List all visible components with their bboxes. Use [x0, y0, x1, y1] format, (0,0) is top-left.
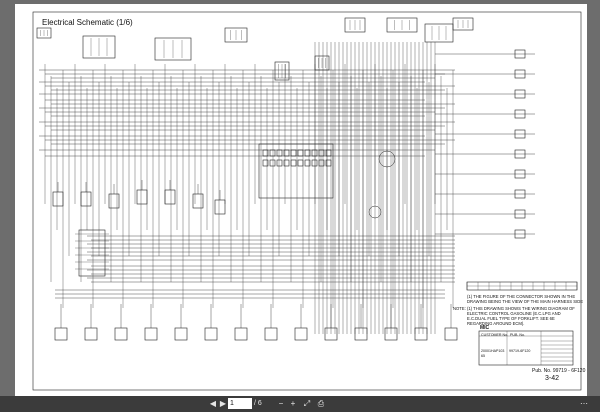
ecm-pin	[297, 149, 304, 157]
component-box	[52, 191, 64, 207]
connector-box	[514, 229, 526, 239]
relay-box	[78, 229, 106, 277]
ecm-pin	[311, 159, 318, 167]
ecm-box	[258, 143, 334, 199]
connector-box	[36, 27, 52, 39]
page-total: / 6	[254, 400, 262, 407]
ecm-pin	[297, 159, 304, 167]
pub-number: Pub. No. 99719 - 6F120	[532, 368, 586, 374]
connector-box	[414, 327, 428, 341]
ecm-pin	[304, 159, 311, 167]
schematic-title: Electrical Schematic (1/6)	[42, 18, 133, 27]
component-box	[80, 191, 92, 207]
page-number: 3-42	[545, 375, 560, 382]
ecm-pin	[290, 149, 297, 157]
connector-box	[234, 327, 248, 341]
connector-box	[114, 327, 128, 341]
page-frame	[32, 11, 582, 391]
connector-box	[514, 109, 526, 119]
connector-box	[514, 169, 526, 179]
ecm-pin	[283, 159, 290, 167]
connector-box	[354, 327, 368, 341]
connector-box	[424, 23, 454, 43]
ecm-pin	[269, 149, 276, 157]
connector-box	[514, 89, 526, 99]
connector-box	[344, 17, 366, 33]
next-page-icon[interactable]: ▶	[219, 399, 227, 408]
zoom-in-icon[interactable]: +	[290, 399, 296, 408]
connector-box	[174, 327, 188, 341]
ecm-pin	[311, 149, 318, 157]
connector-box	[514, 149, 526, 159]
sensor-symbol	[378, 150, 396, 168]
ecm-pin	[269, 159, 276, 167]
connector-box	[444, 327, 458, 341]
prev-page-icon[interactable]: ◀	[209, 399, 217, 408]
connector-box	[54, 327, 68, 341]
menu-icon[interactable]: ⋯	[580, 399, 588, 408]
connector-box	[154, 37, 192, 61]
ecm-pin	[318, 159, 325, 167]
ecm-pin	[262, 149, 269, 157]
connector-box	[514, 209, 526, 219]
ecm-pin	[276, 149, 283, 157]
connector-box	[204, 327, 218, 341]
component-box	[214, 199, 226, 215]
sensor-symbol	[368, 205, 382, 219]
document-page: Electrical Schematic (1/6) (1) THE FIGUR…	[15, 4, 587, 396]
fit-page-icon[interactable]: ⤢	[303, 399, 311, 408]
connector-box	[82, 35, 116, 59]
note-connector-1: (1) THE FIGURE OF THE CONNECTOR SHOWN IN…	[467, 294, 576, 299]
page-input[interactable]	[228, 398, 252, 409]
note-drawing-1: NOTE: (1) THIS DRAWING SHOWS THE WIRING …	[453, 306, 575, 311]
connector-box	[264, 327, 278, 341]
zoom-out-icon[interactable]: −	[278, 399, 284, 408]
connector-box	[144, 327, 158, 341]
connector-box	[84, 327, 98, 341]
note-drawing-4: REGARDING AROUND ECM).	[467, 321, 525, 326]
component-box	[108, 193, 120, 209]
print-icon[interactable]: ⎙	[317, 399, 325, 408]
note-connector-2: DRAWING BEING THE VIEW OF THE MAIN HARNE…	[467, 299, 584, 304]
component-box	[136, 189, 148, 205]
mic-customer-no: 20001HAP103 65	[481, 349, 505, 358]
mic-header-pub: PUB. No.	[510, 333, 525, 337]
connector-box	[452, 17, 474, 31]
connector-box	[386, 17, 418, 33]
mic-pub-no: 99719-6F120	[509, 349, 531, 353]
component-box	[192, 193, 204, 209]
mic-label: MIC	[480, 325, 490, 331]
connector-box	[514, 49, 526, 59]
ecm-pin	[283, 149, 290, 157]
note-drawing-3: E.C.DUAL FUEL TYPE OF FORKLIFT. SEE 6E	[467, 316, 555, 321]
connector-box	[514, 129, 526, 139]
connector-box	[514, 189, 526, 199]
ecm-pin	[325, 159, 332, 167]
mic-header-customer: CUSTOMER No.	[481, 333, 509, 337]
mic-table	[478, 330, 574, 366]
pdf-toolbar: ◀ ▶ / 6 − + ⤢ ⎙ ⋯	[0, 396, 600, 412]
ecm-pin	[262, 159, 269, 167]
connector-box	[294, 327, 308, 341]
note-drawing-2: ELECTRIC CONTROL GASOLINE (E.C.LPG AND	[467, 311, 561, 316]
connector-box	[274, 61, 290, 81]
wiring-diagram	[32, 11, 582, 391]
ecm-pin	[304, 149, 311, 157]
ecm-pin	[325, 149, 332, 157]
ecm-pin	[276, 159, 283, 167]
component-box	[164, 189, 176, 205]
connector-box	[514, 69, 526, 79]
connector-box	[224, 27, 248, 43]
ecm-pin	[318, 149, 325, 157]
ecm-pin	[290, 159, 297, 167]
